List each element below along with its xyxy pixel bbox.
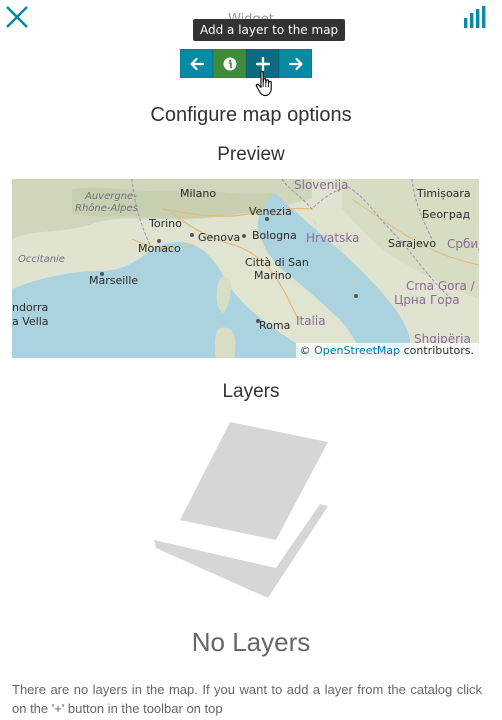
no-layers-description: There are no layers in the map. If you w…	[12, 682, 482, 716]
close-icon	[6, 6, 28, 28]
map-label-timisoara: Timișoara	[417, 187, 471, 200]
close-button[interactable]	[4, 4, 30, 30]
map-label-bologna: Bologna	[252, 229, 297, 242]
map-label-crna-gora: Crna Gora /	[406, 279, 475, 293]
layers-heading: Layers	[222, 381, 280, 402]
openstreetmap-link[interactable]: OpenStreetMap	[314, 344, 401, 357]
hand-cursor-icon	[255, 70, 272, 97]
map-label-occitanie: Occitanie	[18, 254, 65, 265]
plus-icon	[255, 56, 270, 71]
map-label-italia: Italia	[296, 314, 326, 328]
map-label-crna-gora-cyr: Црна Гора	[394, 293, 460, 307]
attribution-prefix: ©	[299, 344, 315, 357]
map-label-rhone: Rhône-Alpes	[75, 203, 138, 214]
map-label-venezia: Venezia	[249, 205, 292, 218]
bar-chart-icon	[464, 6, 486, 28]
map-label-torino: Torino	[149, 217, 182, 230]
widgets-button[interactable]	[462, 6, 488, 30]
map-attribution: © OpenStreetMap contributors.	[295, 343, 479, 358]
forward-button[interactable]	[279, 49, 312, 78]
map-label-citta: Città di San	[245, 256, 309, 269]
layers-icon	[154, 422, 328, 598]
info-button[interactable]	[213, 49, 246, 78]
back-button[interactable]	[180, 49, 213, 78]
arrow-right-icon	[288, 57, 303, 70]
no-layers-title: No Layers	[191, 627, 311, 657]
map-label-marseille: Marseille	[89, 274, 139, 287]
preview-heading: Preview	[217, 144, 285, 165]
map-label-marino: Marino	[254, 269, 292, 282]
map-label-beograd: Београд	[422, 208, 471, 221]
map-label-hrvatska: Hrvatska	[306, 231, 360, 245]
map-label-andorra: ndorra	[12, 301, 49, 314]
arrow-left-icon	[189, 57, 204, 70]
add-layer-tooltip: Add a layer to the map	[193, 19, 346, 41]
map-label-srbija: Србија	[447, 237, 479, 251]
map-label-milano: Milano	[180, 187, 217, 200]
info-icon	[223, 57, 236, 70]
map-base	[12, 179, 479, 358]
map-label-monaco: Monaco	[138, 242, 181, 255]
map-label-roma: Roma	[259, 319, 291, 332]
map-preview[interactable]: Slovenija Timișoara Milano Auvergne- Rhô…	[12, 179, 479, 358]
page-title: Configure map options	[150, 104, 352, 126]
map-label-auvergne: Auvergne-	[85, 191, 137, 202]
map-label-sarajevo: Sarajevo	[388, 237, 437, 250]
step-toolbar	[180, 49, 312, 78]
map-label-genova: Genova	[198, 231, 241, 244]
attribution-suffix: contributors.	[400, 344, 474, 357]
map-label-vella: a Vella	[12, 315, 49, 328]
map-label-shqiperia: Shqipëria	[414, 332, 471, 346]
map-label-slovenija: Slovenija	[294, 179, 349, 192]
